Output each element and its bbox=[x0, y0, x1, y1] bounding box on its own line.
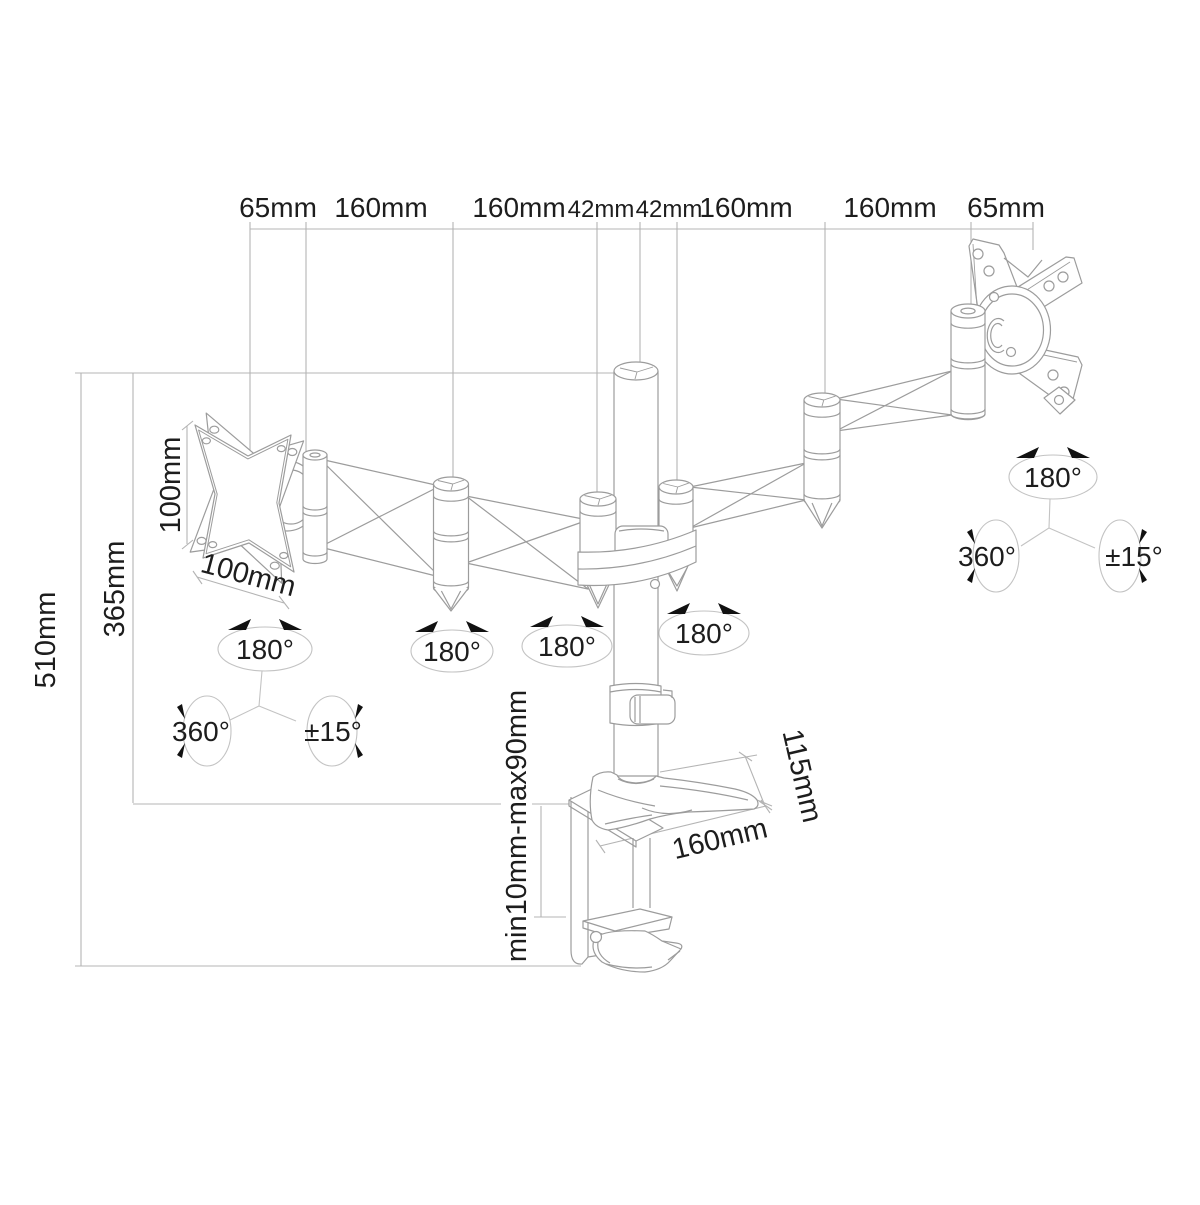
svg-text:65mm: 65mm bbox=[239, 192, 317, 223]
svg-text:42mm: 42mm bbox=[636, 196, 703, 223]
svg-text:510mm: 510mm bbox=[30, 592, 62, 689]
svg-text:42mm: 42mm bbox=[568, 196, 635, 223]
svg-text:160mm: 160mm bbox=[843, 192, 936, 223]
svg-text:360°: 360° bbox=[958, 541, 1016, 572]
svg-text:180°: 180° bbox=[675, 618, 733, 649]
svg-text:±15°: ±15° bbox=[1105, 541, 1163, 572]
svg-text:180°: 180° bbox=[1024, 462, 1082, 493]
svg-text:365mm: 365mm bbox=[99, 541, 131, 638]
svg-text:180°: 180° bbox=[423, 636, 481, 667]
svg-text:180°: 180° bbox=[538, 631, 596, 662]
svg-text:160mm: 160mm bbox=[472, 192, 565, 223]
svg-text:min10mm-max90mm: min10mm-max90mm bbox=[501, 690, 533, 962]
svg-text:180°: 180° bbox=[236, 634, 294, 665]
svg-text:100mm: 100mm bbox=[155, 437, 187, 534]
svg-text:160mm: 160mm bbox=[334, 192, 427, 223]
svg-text:65mm: 65mm bbox=[967, 192, 1045, 223]
svg-text:360°: 360° bbox=[172, 716, 230, 747]
svg-text:160mm: 160mm bbox=[699, 192, 792, 223]
svg-text:±15°: ±15° bbox=[304, 716, 362, 747]
